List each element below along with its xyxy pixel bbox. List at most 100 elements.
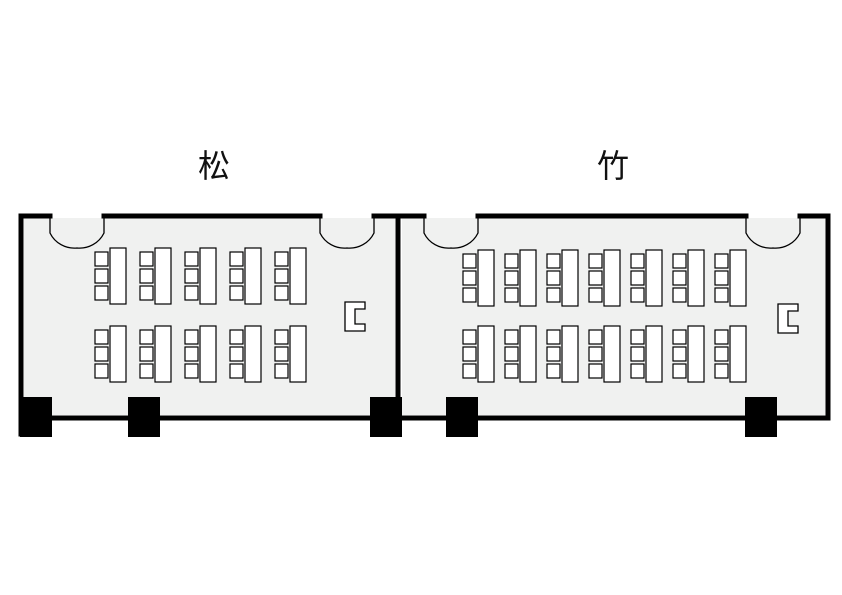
desk <box>561 325 579 383</box>
chair <box>672 329 687 345</box>
column <box>20 397 52 437</box>
chair <box>94 268 109 284</box>
chair <box>274 363 289 379</box>
desk <box>109 325 127 383</box>
chair <box>630 270 645 286</box>
chair <box>588 329 603 345</box>
chair <box>672 363 687 379</box>
chair <box>274 329 289 345</box>
chair <box>94 329 109 345</box>
chair <box>462 270 477 286</box>
furniture <box>94 247 747 383</box>
chair <box>714 253 729 269</box>
podium <box>777 303 799 334</box>
chair <box>546 270 561 286</box>
column <box>446 397 478 437</box>
chair <box>184 346 199 362</box>
desk <box>645 325 663 383</box>
desk <box>244 325 262 383</box>
chair <box>630 346 645 362</box>
chair <box>139 363 154 379</box>
chair <box>229 346 244 362</box>
podiums <box>344 301 799 334</box>
chair <box>274 268 289 284</box>
chair <box>588 287 603 303</box>
chair <box>546 329 561 345</box>
chair <box>94 363 109 379</box>
chair <box>229 285 244 301</box>
chair <box>94 285 109 301</box>
chair <box>588 253 603 269</box>
chair <box>504 329 519 345</box>
chair <box>504 270 519 286</box>
chair <box>630 329 645 345</box>
chair <box>504 346 519 362</box>
chair <box>229 251 244 267</box>
door <box>49 216 105 249</box>
room-label-take: 竹 <box>596 147 629 185</box>
chair <box>504 363 519 379</box>
column <box>370 397 402 437</box>
chair <box>139 329 154 345</box>
chair <box>229 268 244 284</box>
chair <box>184 285 199 301</box>
chair <box>462 329 477 345</box>
chair <box>139 285 154 301</box>
chair <box>184 329 199 345</box>
chair <box>139 251 154 267</box>
desk <box>687 325 705 383</box>
chair <box>184 363 199 379</box>
chair <box>672 287 687 303</box>
chair <box>630 287 645 303</box>
chair <box>546 253 561 269</box>
desk <box>154 325 172 383</box>
chair <box>546 287 561 303</box>
chair <box>588 363 603 379</box>
podium <box>344 301 366 332</box>
desk <box>154 247 172 305</box>
chair <box>229 329 244 345</box>
chair <box>714 346 729 362</box>
desk <box>603 325 621 383</box>
chair <box>184 251 199 267</box>
door <box>745 216 801 249</box>
chair <box>672 270 687 286</box>
chair <box>588 270 603 286</box>
chair <box>546 363 561 379</box>
room-label-matsu: 松 <box>197 147 230 185</box>
chair <box>94 251 109 267</box>
chair <box>274 346 289 362</box>
chair <box>94 346 109 362</box>
desk <box>199 325 217 383</box>
chair <box>462 346 477 362</box>
chair <box>184 268 199 284</box>
chair <box>672 346 687 362</box>
chair <box>462 253 477 269</box>
chair <box>714 270 729 286</box>
desk <box>519 325 537 383</box>
chair <box>546 346 561 362</box>
desk <box>645 249 663 307</box>
chair <box>714 287 729 303</box>
chair <box>714 329 729 345</box>
desk <box>519 249 537 307</box>
desk <box>477 249 495 307</box>
desk <box>244 247 262 305</box>
desk <box>289 247 307 305</box>
doors <box>49 216 801 249</box>
columns <box>20 397 777 437</box>
desk <box>561 249 579 307</box>
desk <box>729 325 747 383</box>
desk <box>603 249 621 307</box>
door <box>423 216 479 249</box>
desk <box>729 249 747 307</box>
desk <box>477 325 495 383</box>
door <box>319 216 375 249</box>
chair <box>462 363 477 379</box>
chair <box>630 363 645 379</box>
chair <box>504 253 519 269</box>
chair <box>139 346 154 362</box>
column <box>745 397 777 437</box>
desk <box>289 325 307 383</box>
